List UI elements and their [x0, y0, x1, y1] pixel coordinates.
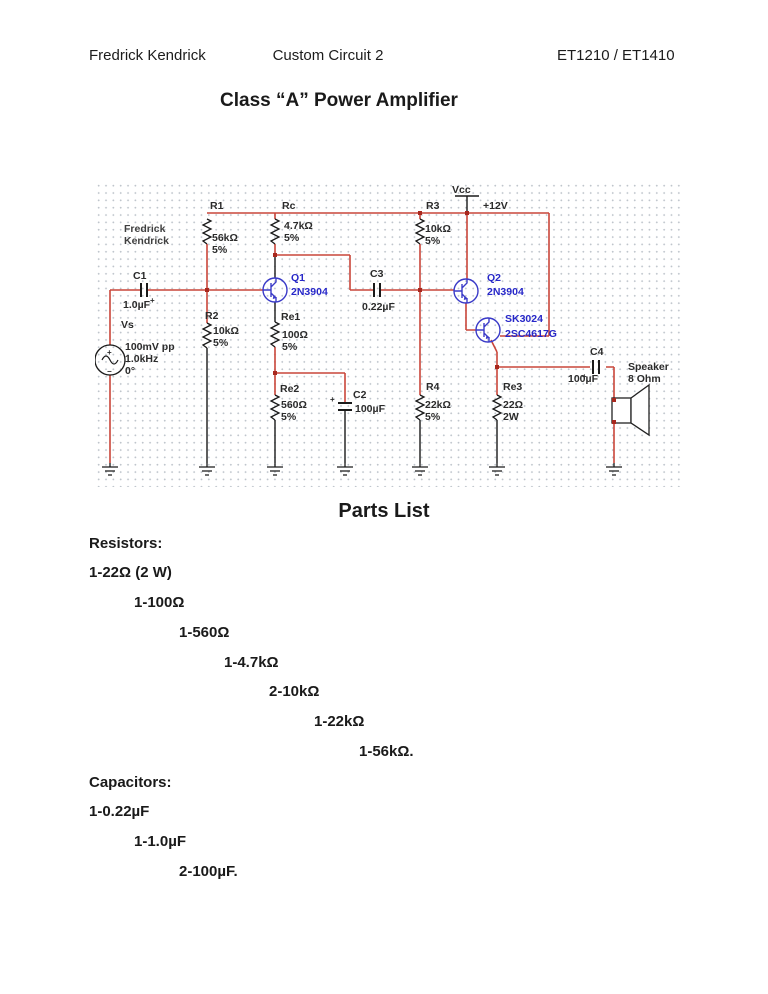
rc-tol: 5% — [284, 232, 300, 244]
c2-label: C2 — [353, 389, 367, 401]
parts-item: 1-1.0µF — [134, 833, 186, 850]
parts-item: 2-10kΩ — [269, 683, 320, 700]
re1-tol: 5% — [282, 341, 298, 353]
transistor-q1-symbol — [262, 277, 288, 303]
re3-tol: 2W — [503, 411, 519, 423]
c3-value: 0.22µF — [362, 301, 395, 313]
ground-icon — [605, 462, 623, 476]
transistor-q2-symbol — [453, 278, 479, 304]
speaker-value: 8 Ohm — [628, 373, 661, 385]
q3-label: SK3024 — [505, 313, 543, 325]
re1-value: 100Ω — [282, 329, 308, 341]
transistor-q3-symbol — [475, 317, 501, 343]
re2-value: 560Ω — [281, 399, 307, 411]
q2-part: 2N3904 — [487, 286, 524, 298]
ground-icon — [198, 462, 216, 476]
r1-value: 56kΩ — [212, 232, 238, 244]
r4-value: 22kΩ — [425, 399, 451, 411]
r1-tol: 5% — [212, 244, 228, 256]
r4-tol: 5% — [425, 411, 441, 423]
re3-value: 22Ω — [503, 399, 523, 411]
rc-label: Rc — [282, 200, 296, 212]
re3-label: Re3 — [503, 381, 522, 393]
parts-item: 1-22kΩ — [314, 713, 365, 730]
resistors-heading: Resistors: — [89, 535, 163, 552]
q3-part: 2SC4617G — [505, 328, 557, 340]
vs-line2: 1.0kHz — [125, 353, 158, 365]
schematic-diagram: + − + + + F — [94, 184, 669, 476]
header-doc-name: Custom Circuit 2 — [272, 47, 384, 64]
lead-layer — [206, 195, 498, 463]
ground-icon — [488, 462, 506, 476]
c3-label: C3 — [370, 268, 384, 280]
vcc-value: +12V — [483, 200, 508, 212]
junction-dots — [205, 211, 616, 424]
re2-label: Re2 — [280, 383, 299, 395]
c4-value: 100µF — [568, 373, 599, 385]
parts-item: 1-4.7kΩ — [224, 654, 279, 671]
ac-source-symbol — [94, 344, 126, 376]
annotation-line2: Kendrick — [124, 235, 169, 247]
capacitor-plates — [140, 283, 600, 411]
vs-label: Vs — [121, 319, 134, 331]
vs-line3: 0° — [125, 365, 135, 377]
ground-icon — [411, 462, 429, 476]
rc-value: 4.7kΩ — [284, 220, 313, 232]
source-plus-mark: + — [107, 348, 112, 357]
parts-item: 1-22Ω (2 W) — [89, 564, 172, 581]
c4-plus-mark: + — [582, 372, 587, 381]
header-course: ET1210 / ET1410 — [557, 47, 675, 64]
re2-tol: 5% — [281, 411, 297, 423]
resistor-r1-symbol — [202, 218, 212, 245]
parts-item: 1-0.22µF — [89, 803, 150, 820]
q1-part: 2N3904 — [291, 286, 328, 298]
r2-label: R2 — [205, 310, 219, 322]
resistor-r4-symbol — [415, 394, 425, 421]
r3-label: R3 — [426, 200, 440, 212]
r3-value: 10kΩ — [425, 223, 451, 235]
c1-plus-mark: + — [150, 296, 155, 305]
parts-item: 1-56kΩ. — [359, 743, 414, 760]
header-author: Fredrick Kendrick — [89, 47, 206, 64]
c1-label: C1 — [133, 270, 147, 282]
re1-label: Re1 — [281, 311, 300, 323]
parts-item: 1-560Ω — [179, 624, 230, 641]
c1-value: 1.0µF — [123, 299, 151, 311]
parts-item: 2-100µF. — [179, 863, 238, 880]
vcc-label: Vcc — [452, 184, 471, 196]
page-title: Class “A” Power Amplifier — [220, 90, 458, 111]
capacitors-heading: Capacitors: — [89, 774, 172, 791]
ground-icon — [266, 462, 284, 476]
resistor-rc-symbol — [270, 218, 280, 245]
source-minus-mark: − — [107, 367, 112, 376]
resistor-r3-symbol — [415, 218, 425, 245]
speaker-icon — [611, 383, 650, 437]
c4-label: C4 — [590, 346, 604, 358]
c2-value: 100µF — [355, 403, 386, 415]
ground-icon — [101, 462, 119, 476]
r2-value: 10kΩ — [213, 325, 239, 337]
r3-tol: 5% — [425, 235, 441, 247]
resistor-re2-symbol — [270, 394, 280, 421]
r4-label: R4 — [426, 381, 440, 393]
schematic-panel: + − + + + F — [94, 182, 683, 487]
resistor-r2-symbol — [202, 322, 212, 349]
ground-icon — [336, 462, 354, 476]
resistor-re3-symbol — [492, 394, 502, 421]
vs-line1: 100mV pp — [125, 341, 175, 353]
parts-list-title: Parts List — [338, 500, 430, 522]
parts-item: 1-100Ω — [134, 594, 185, 611]
speaker-label: Speaker — [628, 361, 669, 373]
c2-plus-mark: + — [330, 395, 335, 404]
q2-label: Q2 — [487, 272, 501, 284]
q1-label: Q1 — [291, 272, 305, 284]
annotation-line1: Fredrick — [124, 223, 166, 235]
r1-label: R1 — [210, 200, 224, 212]
resistor-re1-symbol — [270, 321, 280, 348]
r2-tol: 5% — [213, 337, 229, 349]
